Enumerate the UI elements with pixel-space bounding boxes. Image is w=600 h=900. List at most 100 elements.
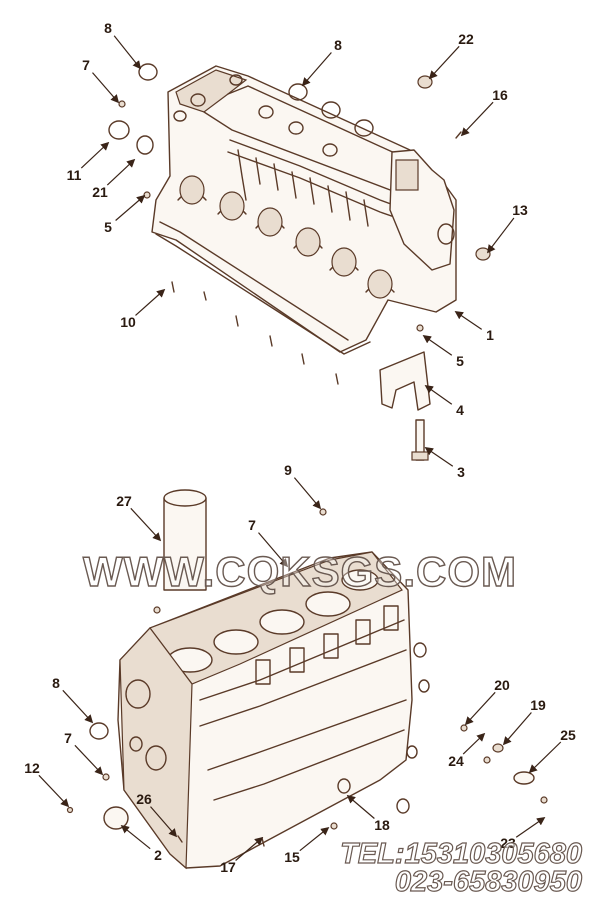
callout-c24: 24 [448, 732, 486, 769]
callout-c8c: 8 [52, 675, 94, 724]
callout-label: 24 [448, 753, 464, 769]
callout-c4: 4 [424, 385, 464, 418]
callout-label: 20 [494, 677, 510, 693]
callout-label: 8 [334, 37, 342, 53]
callout-label: 2 [154, 847, 162, 863]
callout-c7b: 7 [248, 517, 289, 568]
callout-label: 11 [67, 167, 82, 183]
callout-label: 1 [486, 327, 494, 343]
callout-c5b: 5 [422, 335, 464, 369]
upper-cylinder-block [151, 65, 457, 355]
callout-leader [424, 447, 454, 467]
upper-block-ribs [237, 149, 369, 227]
callout-label: 19 [530, 697, 546, 713]
upper-loose-parts [108, 63, 491, 461]
callout-leader [115, 194, 146, 221]
callout-label: 21 [92, 184, 108, 200]
callout-leader [462, 732, 486, 755]
callout-label: 8 [52, 675, 60, 691]
callout-leader [486, 217, 515, 254]
plug-19 [492, 743, 504, 753]
lower-loose-parts [66, 508, 548, 847]
callout-leader [38, 774, 70, 808]
callout-label: 18 [374, 817, 390, 833]
callout-c21: 21 [92, 158, 136, 200]
bracket-4 [379, 351, 431, 411]
callout-label: 23 [500, 835, 516, 851]
callout-label: 12 [24, 760, 40, 776]
callout-c17: 17 [220, 836, 264, 875]
callout-c7a: 7 [82, 57, 120, 104]
callout-label: 25 [560, 727, 576, 743]
callout-label: 26 [136, 791, 152, 807]
callout-leader [428, 45, 460, 80]
callout-leader [299, 826, 330, 852]
plug-25 [513, 771, 535, 785]
callout-c1: 1 [454, 311, 494, 343]
callout-label: 5 [104, 219, 112, 235]
callout-leader [113, 35, 142, 70]
callout-c10: 10 [120, 288, 166, 330]
o-ring-21 [136, 135, 154, 155]
callout-leader [92, 72, 120, 104]
callout-leader [515, 817, 546, 838]
o-ring-8b [288, 83, 308, 101]
callout-leader [502, 712, 532, 746]
callout-c26: 26 [136, 791, 178, 838]
callout-leader [62, 689, 94, 724]
callout-leader [130, 507, 162, 542]
callout-leader [258, 532, 289, 568]
lower-cylinder-block [117, 489, 413, 870]
callout-leader [135, 288, 166, 316]
callout-leader [80, 141, 110, 169]
callout-c16: 16 [460, 87, 508, 137]
o-ring-18b [396, 798, 410, 814]
callout-c7c: 7 [64, 730, 104, 776]
callout-c22: 22 [428, 31, 474, 80]
callout-c9: 9 [284, 462, 322, 510]
o-ring-18a [337, 778, 351, 794]
callout-c13: 13 [486, 202, 528, 254]
o-ring-8a [138, 63, 158, 81]
callout-c20: 20 [464, 677, 510, 726]
callout-leader [235, 836, 264, 861]
callout-c8a: 8 [104, 20, 142, 70]
o-ring-8d [354, 119, 374, 137]
cylinder-liner-27 [163, 489, 207, 591]
callout-leader [528, 741, 562, 774]
callout-label: 4 [456, 402, 464, 418]
callout-label: 9 [284, 462, 292, 478]
site-watermark: WWW.CQKSGS.COM [82, 547, 517, 595]
callout-label: 13 [512, 202, 528, 218]
contact-phone: 023-65830950 [394, 865, 582, 898]
callout-label: 7 [248, 517, 256, 533]
plug-13 [475, 247, 491, 261]
callout-leader [460, 101, 494, 137]
callout-leader [74, 744, 104, 776]
callout-c5a: 5 [104, 194, 146, 235]
callout-c15: 15 [284, 826, 330, 865]
callout-c18: 18 [346, 794, 390, 833]
callout-c8b: 8 [301, 37, 342, 87]
callout-label: 17 [220, 859, 236, 875]
callout-leader [106, 158, 136, 186]
o-ring-8c [321, 101, 341, 119]
callout-label: 5 [456, 353, 464, 369]
callout-leader [150, 806, 178, 838]
callout-leader [301, 52, 332, 87]
cup-plug-2 [103, 806, 129, 830]
callout-leader [346, 794, 375, 819]
callout-c19: 19 [502, 697, 546, 746]
plug-22 [417, 75, 433, 89]
callout-label: 27 [116, 493, 132, 509]
callout-c23: 23 [500, 817, 546, 851]
callout-label: 3 [457, 464, 465, 480]
o-ring-11 [108, 120, 130, 140]
callout-c2: 2 [120, 824, 162, 863]
callout-c27: 27 [116, 493, 162, 542]
callout-label: 8 [104, 20, 112, 36]
lower-block-ports [255, 605, 399, 685]
callout-leader [464, 691, 496, 726]
